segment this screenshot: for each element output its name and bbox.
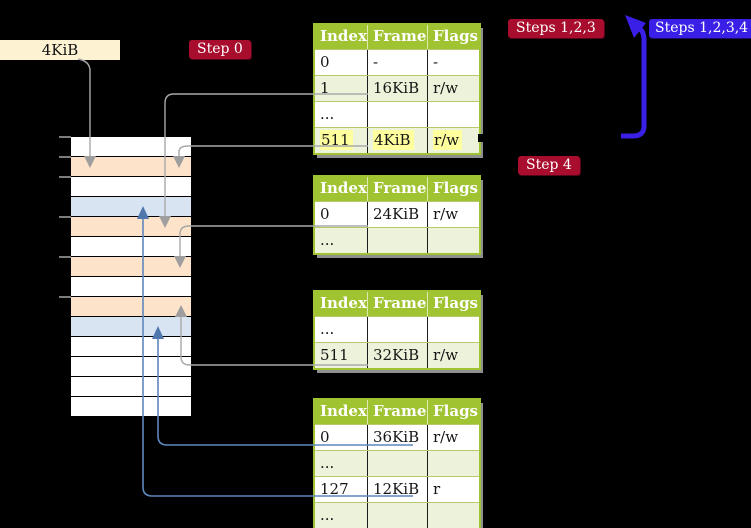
column-header-frame: Frame xyxy=(367,400,427,424)
highlighted-value: 511 xyxy=(320,130,353,150)
highlighted-value: r/w xyxy=(433,130,463,150)
memory-frame-row-3 xyxy=(71,197,191,216)
table-cell: - xyxy=(427,50,479,75)
table-cell: ... xyxy=(320,506,335,524)
column-header-index: Index xyxy=(320,27,367,45)
table-row: 511 4KiB r/w xyxy=(315,127,479,153)
table-cell xyxy=(427,102,479,127)
table-cell: ... xyxy=(320,320,335,338)
memory-frame-row-7 xyxy=(71,277,191,296)
table-cell: - xyxy=(367,50,427,75)
memory-address-tick xyxy=(59,176,71,178)
memory-address-tick xyxy=(59,296,71,298)
table-cell: r/w xyxy=(427,128,479,153)
memory-frame-row-11 xyxy=(71,357,191,376)
physical-memory-stack xyxy=(71,137,191,416)
table-row: ... xyxy=(315,502,479,528)
table-cell: 36KiB xyxy=(367,425,427,450)
table-cell: 1 xyxy=(320,79,330,97)
memory-frame-row-4 xyxy=(71,217,191,236)
column-header-flags: Flags xyxy=(427,25,479,49)
table-cell xyxy=(367,102,427,127)
column-header-flags: Flags xyxy=(427,400,479,424)
table-cell: r xyxy=(427,477,479,502)
badge-step-0: Step 0 xyxy=(189,40,251,59)
memory-frame-row-8 xyxy=(71,297,191,316)
table-row: ... xyxy=(315,227,479,253)
table-cell: 4KiB xyxy=(367,128,427,153)
badge-steps-1-2-3: Steps 1,2,3 xyxy=(508,19,604,38)
table-cell xyxy=(427,451,479,476)
column-header-frame: Frame xyxy=(367,292,427,316)
memory-frame-row-9 xyxy=(71,317,191,336)
table-cell xyxy=(367,503,427,528)
memory-address-tick xyxy=(59,136,71,138)
highlighted-value: 4KiB xyxy=(373,130,414,150)
badge-steps-1-2-3-4: Steps 1,2,3,4 xyxy=(649,19,751,38)
table-cell xyxy=(367,317,427,342)
column-header-flags: Flags xyxy=(427,177,479,201)
column-header-frame: Frame xyxy=(367,177,427,201)
column-header-flags: Flags xyxy=(427,292,479,316)
table-cell: r/w xyxy=(427,76,479,101)
table-row: ... xyxy=(315,101,479,127)
memory-frame-row-13 xyxy=(71,397,191,416)
table-cell: r/w xyxy=(427,202,479,227)
memory-frame-row-12 xyxy=(71,377,191,396)
table-cell: 511 xyxy=(320,346,349,364)
badge-step-4: Step 4 xyxy=(518,156,580,175)
table-row: ... xyxy=(315,450,479,476)
column-header-frame: Frame xyxy=(367,25,427,49)
column-header-index: Index xyxy=(320,179,367,197)
table-cell: ... xyxy=(320,105,335,123)
table-cell: 127 xyxy=(320,480,349,498)
loop-back-arrowhead xyxy=(625,15,646,38)
table-cell: 0 xyxy=(320,428,330,446)
memory-frame-row-2 xyxy=(71,177,191,196)
table-cell: 16KiB xyxy=(367,76,427,101)
table-cell xyxy=(427,228,479,253)
column-header-index: Index xyxy=(320,402,367,420)
memory-frame-row-5 xyxy=(71,237,191,256)
table-cell: 24KiB xyxy=(367,202,427,227)
column-header-index: Index xyxy=(320,294,367,312)
table-row: 0 -- xyxy=(315,49,479,75)
table-row: ... xyxy=(315,316,479,342)
table-cell: 12KiB xyxy=(367,477,427,502)
table-cell: ... xyxy=(320,231,335,249)
table-cell xyxy=(367,451,427,476)
table-cell: ... xyxy=(320,454,335,472)
memory-frame-row-1 xyxy=(71,157,191,176)
table-cell: r/w xyxy=(427,425,479,450)
table-cell xyxy=(367,228,427,253)
memory-frame-row-10 xyxy=(71,337,191,356)
table-cell: 0 xyxy=(320,53,330,71)
table-cell: r/w xyxy=(427,343,479,368)
memory-address-tick xyxy=(59,256,71,258)
table-cell xyxy=(427,317,479,342)
frame-size-label: 4KiB xyxy=(0,40,120,60)
loop-back-arrow xyxy=(621,24,647,139)
memory-address-tick xyxy=(59,216,71,218)
table-cell: 0 xyxy=(320,205,330,223)
table-cell: 511 xyxy=(315,128,367,153)
table-cell: 32KiB xyxy=(367,343,427,368)
memory-frame-row-0 xyxy=(71,137,191,156)
memory-address-tick xyxy=(59,156,71,158)
memory-frame-row-6 xyxy=(71,257,191,276)
table-cell xyxy=(427,503,479,528)
